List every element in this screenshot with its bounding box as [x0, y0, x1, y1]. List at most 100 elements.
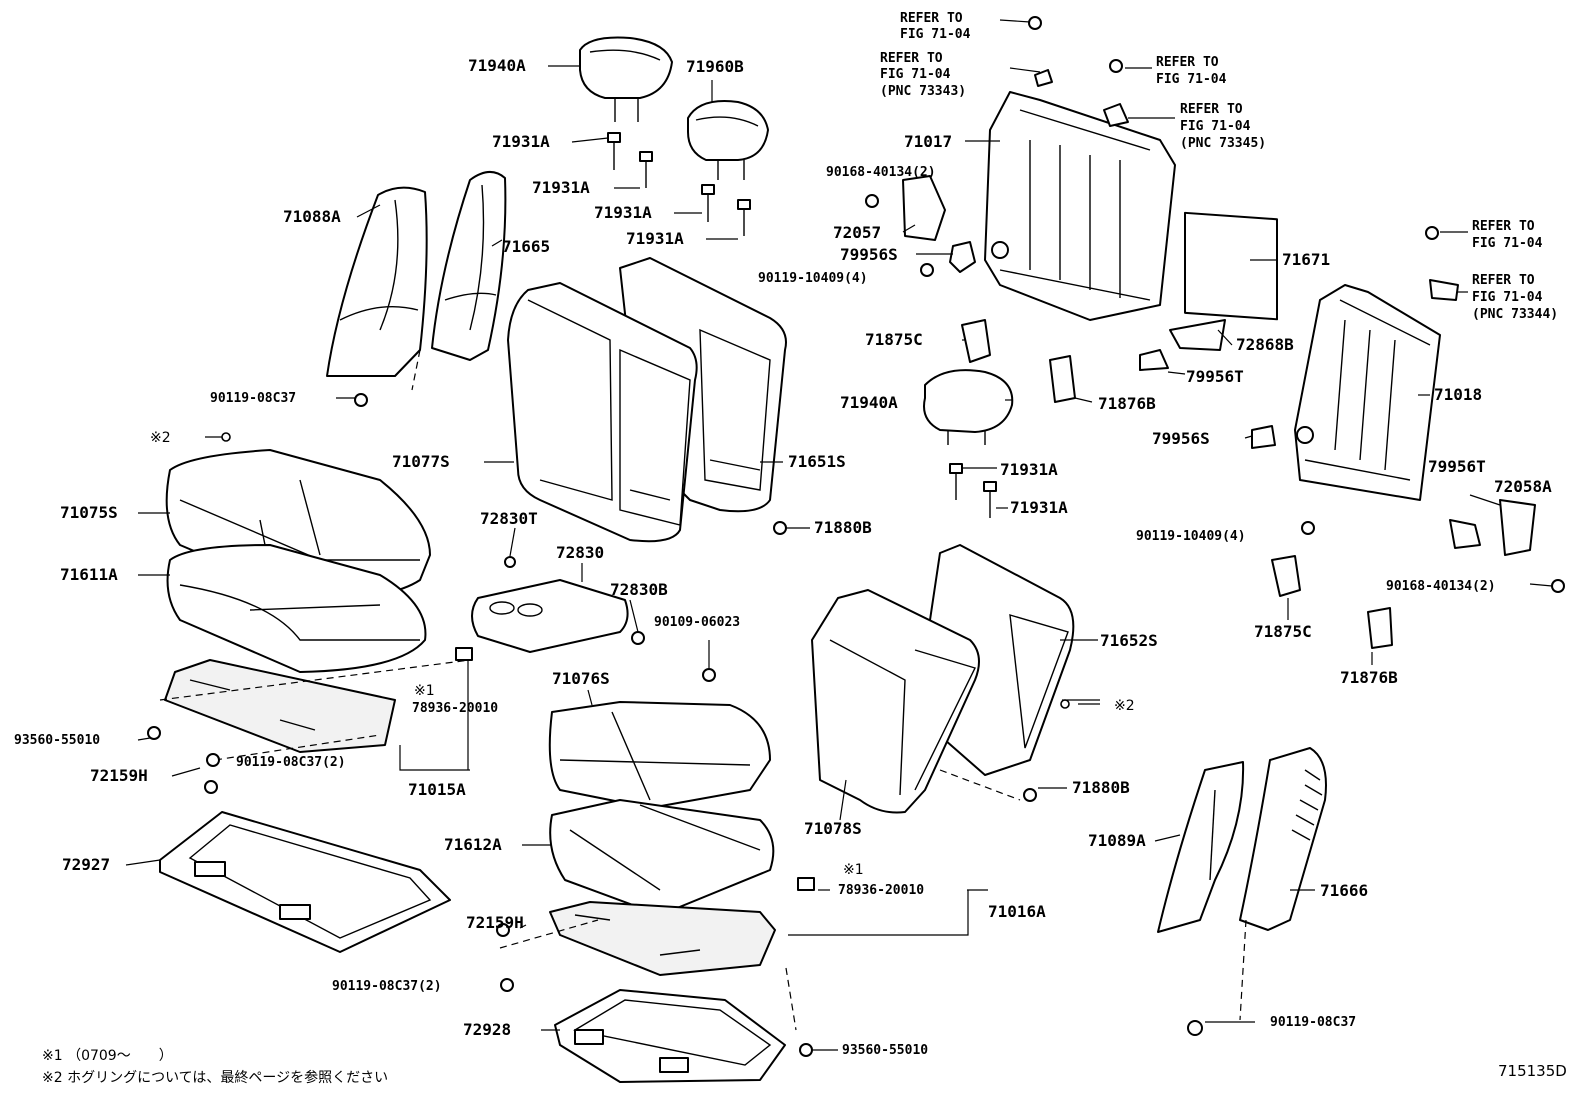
callout-79956s-2: 79956S [1152, 429, 1210, 448]
callout-90119-10409-4-1: 90119-10409(4) [758, 271, 868, 286]
refer-2-line2: FIG 71-04 [880, 67, 951, 82]
refer-3-line2: FIG 71-04 [1156, 72, 1227, 87]
side-cover-71088a [326, 186, 428, 377]
callout-71880b-1: 71880B [814, 518, 872, 537]
refer-5-line2: FIG 71-04 [1472, 236, 1543, 251]
callout-71931a-3: 71931A [594, 203, 652, 222]
mark-2-left: ※2 [150, 430, 171, 446]
side-cover-71089a [1157, 761, 1245, 933]
refer-1-line2: FIG 71-04 [900, 27, 971, 42]
refer-6-line1: REFER TO [1472, 273, 1535, 288]
callout-71931a-4: 71931A [626, 229, 684, 248]
refer-1-line1: REFER TO [900, 11, 963, 26]
cushion-pad-71612a [549, 799, 775, 916]
callout-71075s: 71075S [60, 503, 118, 522]
cushion-pad-71611a [166, 544, 427, 673]
callout-71931a-1: 71931A [492, 132, 550, 151]
callout-71940a-mid: 71940A [840, 393, 898, 412]
leader-lines [125, 19, 1553, 1051]
headrest-71940a-top [579, 36, 673, 122]
callout-71077s: 71077S [392, 452, 450, 471]
callout-90119-08c37-2-2: 90119-08C37(2) [332, 979, 442, 994]
armrest-72830 [471, 556, 645, 653]
callout-90168-40134-2-1: 90168-40134(2) [826, 165, 936, 180]
mark-1-right: ※1 [843, 862, 864, 878]
headrest-71960b [687, 100, 769, 180]
diagram-id: 715135D [1498, 1062, 1567, 1080]
callout-71875c-2: 71875C [1254, 622, 1312, 641]
callout-93560-55010-2: 93560-55010 [842, 1043, 928, 1058]
refer-4-line3: (PNC 73345) [1180, 136, 1266, 151]
clips-right [1251, 226, 1565, 649]
callout-71018: 71018 [1434, 385, 1482, 404]
side-cover-71665 [431, 171, 507, 361]
callout-71666: 71666 [1320, 881, 1368, 900]
callout-90168-40134-2-2: 90168-40134(2) [1386, 579, 1496, 594]
headrest-71940a-mid [923, 369, 1014, 518]
headrest-guides-top [607, 132, 751, 236]
refer-5-line1: REFER TO [1472, 219, 1535, 234]
callout-72928: 72928 [463, 1020, 511, 1039]
callout-72830b: 72830B [610, 580, 668, 599]
callout-71960b: 71960B [686, 57, 744, 76]
cushion-frame-71016a [549, 877, 815, 976]
seatback-71077s [507, 282, 698, 543]
bottom-cover-72928 [554, 989, 786, 1083]
side-cover-71666 [1239, 747, 1327, 931]
cushion-cover-71076s [548, 701, 771, 809]
callout-72830: 72830 [556, 543, 604, 562]
callout-71017: 71017 [904, 132, 952, 151]
callout-90119-08c37-2-1: 90119-08C37(2) [236, 755, 346, 770]
callout-71651s: 71651S [788, 452, 846, 471]
mark-1-left: ※1 [414, 683, 435, 699]
cushion-frame-71015a [164, 647, 473, 753]
callout-79956s-1: 79956S [840, 245, 898, 264]
footnotes: ※1 （0709～ ） ※2 ホグリングについては、最終ページを参照ください 7… [42, 1048, 1567, 1086]
callout-90119-08c37-1: 90119-08C37 [210, 391, 296, 406]
refer-6-line2: FIG 71-04 [1472, 290, 1543, 305]
callout-90119-08c37-3: 90119-08C37 [1270, 1015, 1356, 1030]
callout-71876b-2: 71876B [1340, 668, 1398, 687]
hinge-and-clips-left [865, 69, 1226, 403]
refer-2-line1: REFER TO [880, 51, 943, 66]
footnote-1: ※1 （0709～ ） [42, 1048, 173, 1064]
refer-to-notes: REFER TO FIG 71-04 REFER TO FIG 71-04 (P… [880, 11, 1558, 322]
seatback-71078s [811, 589, 980, 814]
part-drawings [147, 16, 1565, 1083]
callout-71876b-1: 71876B [1098, 394, 1156, 413]
footnote-2: ※2 ホグリングについては、最終ページを参照ください [42, 1069, 388, 1086]
callout-72927: 72927 [62, 855, 110, 874]
callout-71076s: 71076S [552, 669, 610, 688]
callout-78936-20010-1: 78936-20010 [412, 701, 498, 716]
seatback-frame-71018 [1294, 284, 1441, 501]
callout-71652s: 71652S [1100, 631, 1158, 650]
callout-71612a: 71612A [444, 835, 502, 854]
callout-79956t-2: 79956T [1428, 457, 1486, 476]
callout-93560-55010-1: 93560-55010 [14, 733, 100, 748]
callout-79956t-1: 79956T [1186, 367, 1244, 386]
board-71671 [1184, 211, 1278, 321]
seatback-71652s [929, 544, 1075, 776]
callout-71611a: 71611A [60, 565, 118, 584]
refer-3-line1: REFER TO [1156, 55, 1219, 70]
callout-71940a-top: 71940A [468, 56, 526, 75]
refer-6-line3: (PNC 73344) [1472, 307, 1558, 322]
callout-71016a: 71016A [988, 902, 1046, 921]
callout-71089a: 71089A [1088, 831, 1146, 850]
reference-marks: ※2 ※2 ※1 ※1 [150, 430, 1135, 878]
callout-71931a-5: 71931A [1000, 460, 1058, 479]
mark-2-right: ※2 [1114, 698, 1135, 714]
callout-78936-20010-2: 78936-20010 [838, 883, 924, 898]
callout-72159h-1: 72159H [90, 766, 148, 785]
refer-4-line2: FIG 71-04 [1180, 119, 1251, 134]
callout-71665: 71665 [502, 237, 550, 256]
refer-4-line1: REFER TO [1180, 102, 1243, 117]
callout-71875c-1: 71875C [865, 330, 923, 349]
callout-72058a: 72058A [1494, 477, 1552, 496]
callout-90109-06023: 90109-06023 [654, 615, 740, 630]
callout-71078s: 71078S [804, 819, 862, 838]
callout-72868b: 72868B [1236, 335, 1294, 354]
seatback-frame-71017 [984, 91, 1176, 321]
callout-72159h-2: 72159H [466, 913, 524, 932]
